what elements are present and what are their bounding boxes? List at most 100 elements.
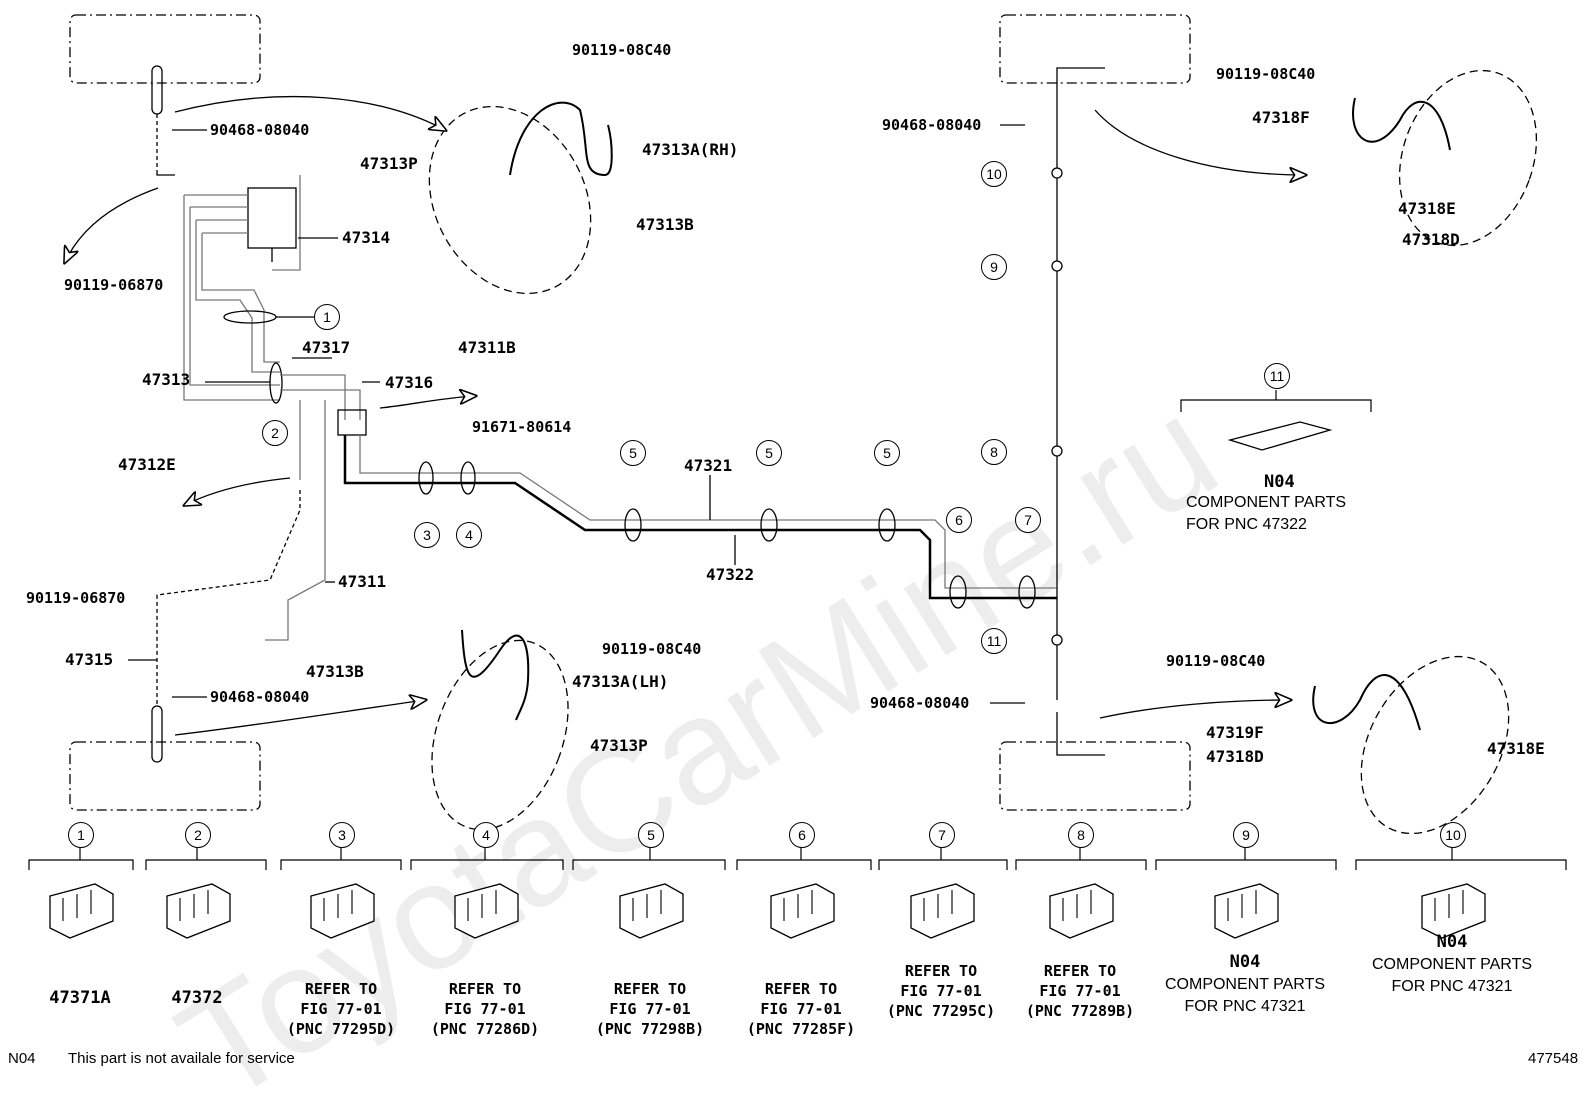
label-47316: 47316	[385, 373, 434, 392]
clip-icon-4	[454, 883, 519, 939]
callout-9: 9	[981, 254, 1007, 280]
legend-bracket-5	[572, 848, 726, 870]
clip-icon-9	[1214, 883, 1279, 939]
legend-code-9: N04	[1229, 952, 1261, 972]
legend-bracket-3	[280, 848, 402, 870]
rear-right-wheel-box	[999, 741, 1191, 811]
legend-ref-3-line1: REFER TO	[304, 980, 378, 998]
callout-5a: 5	[620, 440, 646, 466]
legend-bracket-4	[410, 848, 564, 870]
label-47318D-front: 47318D	[1402, 230, 1460, 249]
clip-icon-3	[310, 883, 375, 939]
legend-callout-1: 1	[68, 822, 94, 848]
label-47313B-lh: 47313B	[306, 662, 364, 681]
label-90468-08040-front-right: 90468-08040	[882, 116, 982, 134]
front-left-wheel-box	[69, 14, 261, 84]
label-47321: 47321	[684, 456, 733, 475]
footer-note: This part is not availale for service	[68, 1050, 295, 1067]
clip-icon-2	[166, 883, 231, 939]
legend-callout-5: 5	[638, 822, 664, 848]
label-47319F: 47319F	[1206, 723, 1264, 742]
callout-1: 1	[314, 304, 340, 330]
label-47318F: 47318F	[1252, 108, 1310, 127]
footer-code: N04	[8, 1050, 36, 1067]
bracket-47322-icon	[1180, 390, 1372, 451]
callout-8: 8	[981, 439, 1007, 465]
legend-ref-5-line3: (PNC 77298B)	[595, 1020, 705, 1038]
callout-7: 7	[1015, 507, 1041, 533]
callout-4: 4	[456, 522, 482, 548]
legend-ref-4-line2: FIG 77-01	[444, 1000, 526, 1018]
legend-ref-4-line1: REFER TO	[448, 980, 522, 998]
legend-ref-7-line3: (PNC 77295C)	[886, 1002, 996, 1020]
label-90119-08c40-rear-right: 90119-08C40	[1166, 652, 1266, 670]
legend-ref-3-line2: FIG 77-01	[300, 1000, 382, 1018]
legend-bracket-9	[1155, 848, 1337, 870]
label-47318E-rear: 47318E	[1487, 739, 1545, 758]
legend-comp-10-line2: FOR PNC 47321	[1391, 978, 1513, 995]
legend-callout-3: 3	[329, 822, 355, 848]
label-47311B: 47311B	[458, 338, 516, 357]
label-47313B-rh: 47313B	[636, 215, 694, 234]
callout-5c: 5	[874, 440, 900, 466]
legend-ref-6-line2: FIG 77-01	[760, 1000, 842, 1018]
label-90468-08040-rear-left: 90468-08040	[210, 688, 310, 706]
legend-ref-7-line2: FIG 77-01	[900, 982, 982, 1000]
legend-bracket-2	[145, 848, 267, 870]
rear-left-wheel-box	[69, 741, 261, 811]
legend-comp-9-line1: COMPONENT PARTS	[1164, 976, 1326, 993]
label-47313A-lh: 47313A(LH)	[572, 672, 669, 691]
callout-11: 11	[981, 628, 1007, 654]
clip-icon-7	[910, 883, 975, 939]
clip-icon-10	[1421, 883, 1486, 939]
callout-10: 10	[981, 161, 1007, 187]
label-90119-06870-upper: 90119-06870	[64, 276, 164, 294]
callout-2: 2	[262, 420, 288, 446]
legend-ref-5-line2: FIG 77-01	[609, 1000, 691, 1018]
label-47313A-rh: 47313A(RH)	[642, 140, 739, 159]
legend-bracket-10	[1355, 848, 1567, 870]
legend-ref-7-line1: REFER TO	[904, 962, 978, 980]
legend-ref-8-line1: REFER TO	[1043, 962, 1117, 980]
label-90119-08c40-top: 90119-08C40	[572, 41, 672, 59]
label-47322: 47322	[706, 565, 755, 584]
legend-part-1: 47371A	[49, 988, 111, 1008]
legend-callout-4: 4	[473, 822, 499, 848]
legend-ref-6-line1: REFER TO	[764, 980, 838, 998]
clip-icon-8	[1049, 883, 1114, 939]
label-47318D-rear: 47318D	[1206, 747, 1264, 766]
label-47311: 47311	[338, 572, 387, 591]
component-parts-47322-line2: FOR PNC 47322	[1186, 516, 1307, 533]
legend-ref-5-line1: REFER TO	[613, 980, 687, 998]
callout-6: 6	[946, 507, 972, 533]
legend-ref-8-line3: (PNC 77289B)	[1025, 1002, 1135, 1020]
label-91671-80614: 91671-80614	[472, 418, 572, 436]
callout-5b: 5	[756, 440, 782, 466]
label-47312E: 47312E	[118, 455, 176, 474]
clip-icon-6	[770, 883, 835, 939]
clip-icon-5	[619, 883, 684, 939]
legend-callout-7: 7	[929, 822, 955, 848]
legend-ref-8-line2: FIG 77-01	[1039, 982, 1121, 1000]
legend-part-2: 47372	[171, 988, 223, 1008]
legend-callout-8: 8	[1068, 822, 1094, 848]
clip-icon-1	[49, 883, 114, 939]
callout-11-legend: 11	[1264, 363, 1290, 389]
label-47313P-rh: 47313P	[360, 154, 418, 173]
legend-code-10: N04	[1436, 932, 1468, 952]
component-parts-47322-line1: COMPONENT PARTS	[1186, 494, 1347, 511]
legend-bracket-7	[878, 848, 1008, 870]
label-47318E-front: 47318E	[1398, 199, 1456, 218]
legend-bracket-8	[1015, 848, 1147, 870]
label-90119-06870-lower: 90119-06870	[26, 589, 126, 607]
label-90119-08c40-front-right: 90119-08C40	[1216, 65, 1316, 83]
front-right-wheel-box	[999, 14, 1191, 84]
legend-callout-10: 10	[1440, 822, 1466, 848]
legend-bracket-1	[28, 848, 134, 870]
callout-3: 3	[414, 522, 440, 548]
label-47313P-lh: 47313P	[590, 736, 648, 755]
label-90468-08040-front-left: 90468-08040	[210, 121, 310, 139]
label-47314: 47314	[342, 228, 391, 247]
